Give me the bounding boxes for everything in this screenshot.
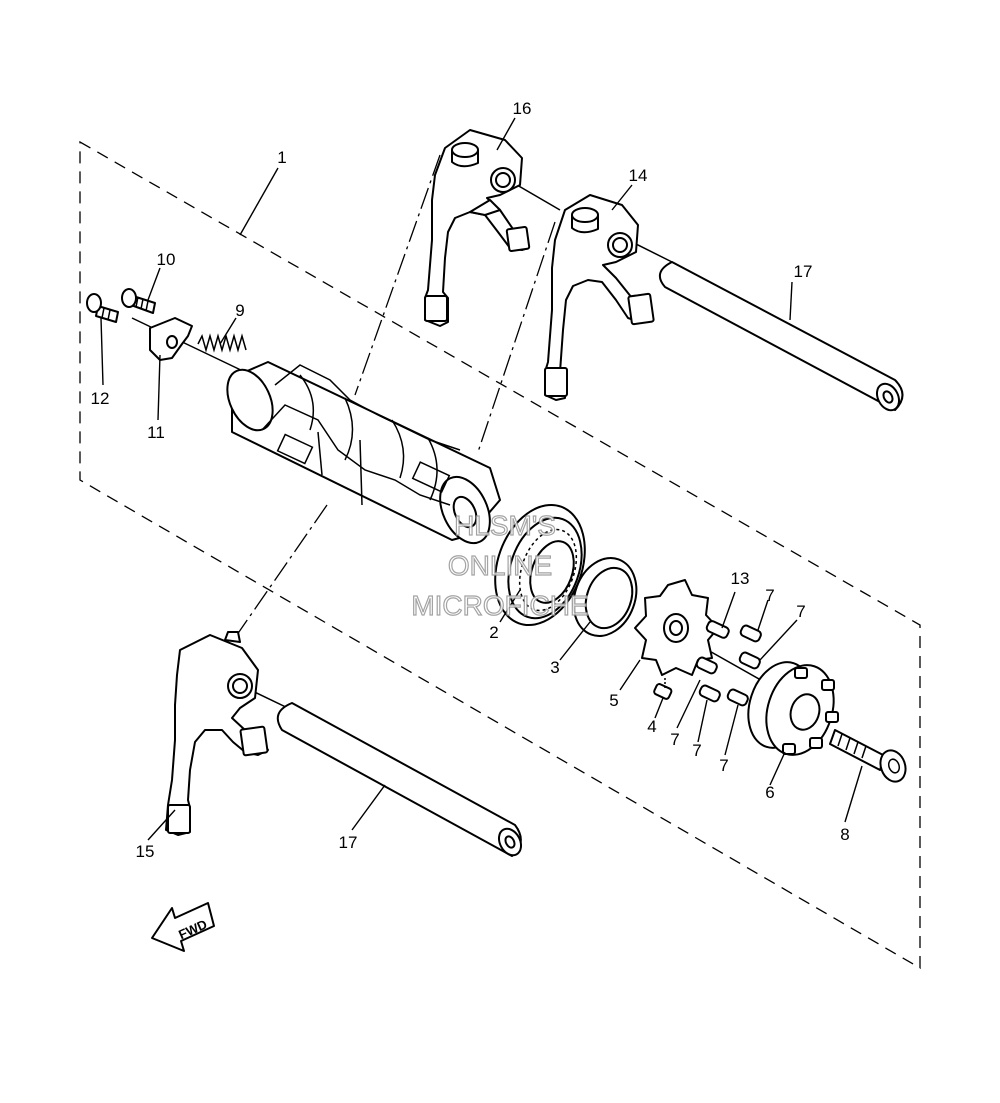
label-10: 10 [157, 250, 176, 269]
chain-line-fork15 [231, 504, 328, 643]
screw-10 [121, 288, 156, 314]
collar-3 [572, 557, 638, 637]
watermark-line-2: ONLINE [448, 550, 552, 581]
label-11: 11 [147, 423, 165, 442]
label-1: 1 [277, 148, 286, 167]
fwd-arrow: FWD [151, 902, 215, 952]
label-7c: 7 [670, 730, 679, 749]
label-5: 5 [609, 691, 618, 710]
label-9: 9 [235, 301, 244, 320]
assembly-boundary [79, 140, 921, 970]
label-7b: 7 [796, 602, 805, 621]
label-3: 3 [550, 658, 559, 677]
fork-shaft-17-upper [658, 261, 904, 412]
chain-line-fork16 [354, 154, 441, 396]
label-6: 6 [765, 783, 774, 802]
bearing-2 [494, 503, 586, 627]
label-16: 16 [513, 99, 532, 118]
shift-drum [226, 361, 501, 545]
label-17-upper: 17 [794, 262, 813, 281]
label-17-lower: 17 [339, 833, 358, 852]
chain-line-fork14 [477, 221, 556, 453]
watermark-line-1: HLSM'S [454, 510, 556, 541]
pin-4 [653, 678, 673, 700]
shift-fork-16 [424, 129, 531, 327]
callout-labels: 1 16 14 17 10 9 12 11 2 3 5 4 13 7 7 7 7… [91, 99, 850, 861]
segment-5 [634, 579, 719, 676]
label-12: 12 [91, 389, 110, 408]
bolt-8 [829, 729, 907, 783]
pins-13-7 [695, 620, 762, 707]
leader-lines [100, 117, 863, 841]
label-14: 14 [629, 166, 648, 185]
stopper-lever-11 [149, 317, 193, 361]
label-7e: 7 [719, 756, 728, 775]
label-7d: 7 [692, 741, 701, 760]
label-8: 8 [840, 825, 849, 844]
label-13: 13 [731, 569, 750, 588]
shift-cam-6 [747, 661, 839, 756]
fork-shaft-17-lower [276, 702, 523, 857]
watermark-line-3: MICROFICHE [411, 590, 588, 621]
watermark: HLSM'S ONLINE MICROFICHE [411, 509, 590, 621]
label-4: 4 [647, 717, 656, 736]
label-2: 2 [489, 623, 498, 642]
screw-12 [86, 293, 119, 323]
spring-9 [197, 333, 247, 353]
shift-fork-14 [544, 194, 655, 401]
label-7a: 7 [765, 586, 774, 605]
label-15: 15 [136, 842, 155, 861]
shift-fork-15 [165, 631, 269, 836]
